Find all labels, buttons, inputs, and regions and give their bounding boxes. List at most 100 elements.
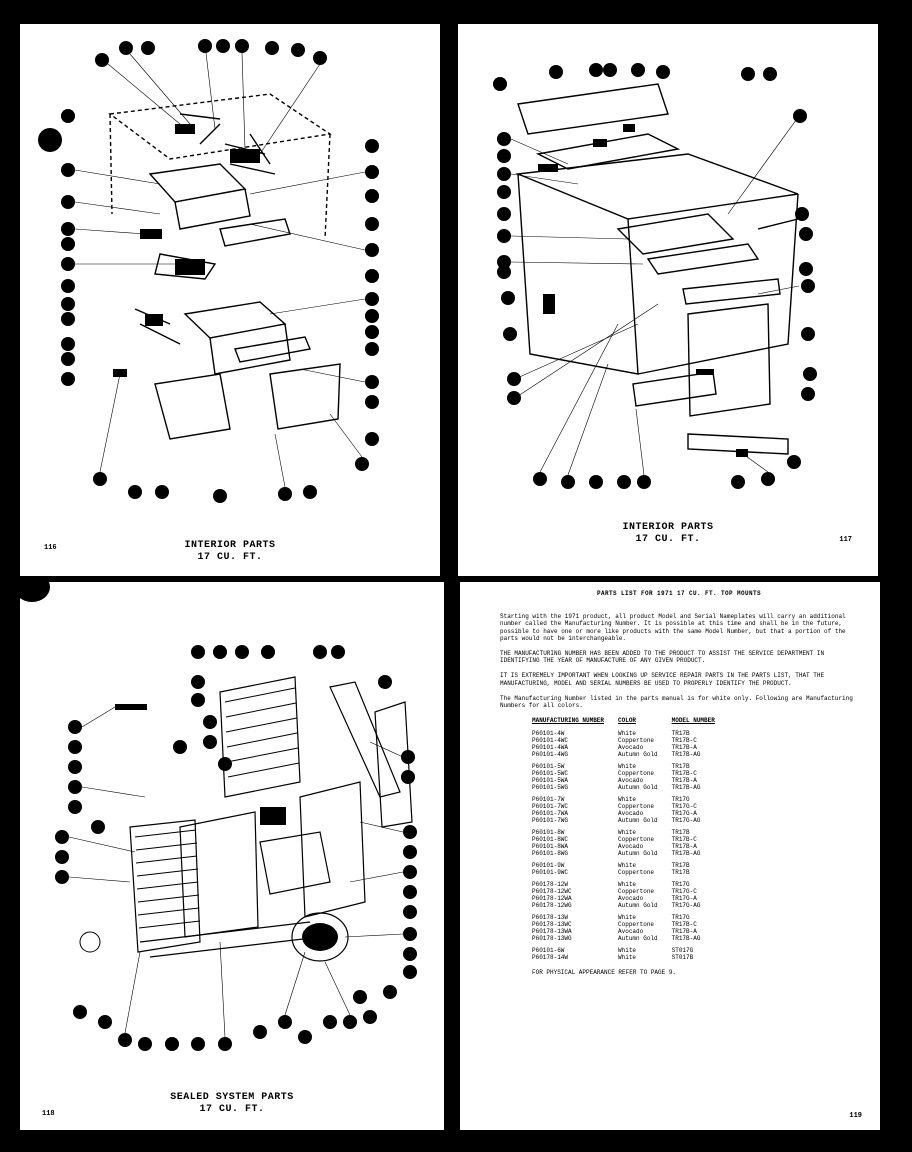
exploded-view-drawing bbox=[61, 39, 379, 503]
manufacturing-number-cell: P60101-5W bbox=[532, 763, 565, 771]
binder-hole bbox=[20, 582, 50, 602]
manufacturing-number-table: MANUFACTURING NUMBER COLOR MODEL NUMBER … bbox=[532, 717, 729, 961]
manufacturing-number-cell: P60101-4W bbox=[532, 730, 565, 738]
color-cell: Avocado bbox=[618, 744, 644, 752]
model-number-cell: TR17B-A bbox=[671, 777, 697, 785]
manufacturing-number-cell: P60101-5WA bbox=[532, 777, 569, 785]
color-cell: White bbox=[618, 947, 637, 955]
interior-parts-diagram-116 bbox=[20, 24, 440, 504]
model-number-cell: ST017B bbox=[671, 954, 694, 962]
manufacturing-number-cell: P60178-13WC bbox=[532, 921, 572, 929]
model-number-cell: TR17G-AG bbox=[671, 817, 701, 825]
caption-title: INTERIOR PARTS bbox=[184, 540, 276, 551]
color-cell: White bbox=[618, 914, 637, 922]
manufacturing-number-cell: P60178-13WG bbox=[532, 935, 572, 943]
column-header-model-number: MODEL NUMBER bbox=[671, 717, 715, 725]
page-caption: SEALED SYSTEM PARTS 17 CU. FT. bbox=[20, 1092, 444, 1116]
table-row: P60101-7WA Avocado TR17G-A bbox=[532, 810, 729, 817]
manufacturing-number-cell: P60101-8WC bbox=[532, 836, 569, 844]
color-cell: Avocado bbox=[618, 843, 644, 851]
manufacturing-number-cell: P60178-12W bbox=[532, 881, 569, 889]
manufacturing-number-cell: P60101-8WA bbox=[532, 843, 569, 851]
table-row: P60101-9WC Coppertone TR17B bbox=[532, 869, 729, 876]
page-number: 119 bbox=[849, 1112, 862, 1120]
exploded-view-drawing bbox=[493, 63, 817, 489]
manufacturing-number-cell: P60178-13WA bbox=[532, 928, 572, 936]
manufacturing-number-cell: P60101-9W bbox=[532, 862, 565, 870]
model-number-cell: TR17B-AG bbox=[671, 751, 701, 759]
model-number-cell: TR17B bbox=[671, 869, 690, 877]
binder-hole bbox=[38, 128, 62, 152]
parts-list-title: PARTS LIST FOR 1971 17 CU. FT. TOP MOUNT… bbox=[596, 590, 762, 597]
color-cell: Coppertone bbox=[618, 836, 655, 844]
color-cell: Coppertone bbox=[618, 869, 655, 877]
column-header-color: COLOR bbox=[618, 717, 637, 725]
table-row: P60101-9W White TR17B bbox=[532, 862, 729, 869]
table-row: P60178-12WA Avocado TR17G-A bbox=[532, 895, 729, 902]
color-cell: Avocado bbox=[618, 810, 644, 818]
page-number: 117 bbox=[839, 536, 852, 544]
exploded-view-drawing bbox=[55, 645, 417, 1051]
manufacturing-number-cell: P60178-12WC bbox=[532, 888, 572, 896]
manufacturing-number-cell: P60178-12WA bbox=[532, 895, 572, 903]
page-number: 116 bbox=[44, 544, 57, 552]
model-number-cell: TR17G bbox=[671, 914, 690, 922]
model-number-cell: TR17B bbox=[671, 862, 690, 870]
page-119: PARTS LIST FOR 1971 17 CU. FT. TOP MOUNT… bbox=[460, 582, 880, 1130]
model-number-cell: TR17B-AG bbox=[671, 935, 701, 943]
color-cell: Coppertone bbox=[618, 770, 655, 778]
caption-subtitle: 17 CU. FT. bbox=[635, 534, 701, 545]
important-note: IT IS EXTREMELY IMPORTANT WHEN LOOKING U… bbox=[500, 672, 825, 687]
parts-list: PARTS LIST FOR 1971 17 CU. FT. TOP MOUNT… bbox=[500, 590, 858, 977]
model-number-cell: TR17B-AG bbox=[671, 784, 701, 792]
model-number-cell: TR17G-A bbox=[671, 895, 697, 903]
page-caption: INTERIOR PARTS 17 CU. FT. bbox=[20, 540, 440, 564]
table-row: P60101-8WC Coppertone TR17B-C bbox=[532, 836, 729, 843]
manufacturing-number-cell: P60178-14W bbox=[532, 954, 569, 962]
color-cell: White bbox=[618, 954, 637, 962]
color-cell: Coppertone bbox=[618, 803, 655, 811]
table-row: P60178-13W White TR17G bbox=[532, 914, 729, 921]
page-caption: INTERIOR PARTS 17 CU. FT. bbox=[458, 522, 878, 546]
manufacturing-number-cell: P60178-13W bbox=[532, 914, 569, 922]
manufacturing-number-note: THE MANUFACTURING NUMBER HAS BEEN ADDED … bbox=[500, 650, 825, 665]
model-number-cell: ST017G bbox=[671, 947, 694, 955]
page-number: 118 bbox=[42, 1110, 55, 1118]
manufacturing-number-cell: P60101-5WC bbox=[532, 770, 569, 778]
manufacturing-number-cell: P60101-9WC bbox=[532, 869, 569, 877]
color-cell: Avocado bbox=[618, 777, 644, 785]
model-number-cell: TR17B-AG bbox=[671, 850, 701, 858]
manufacturing-number-cell: P60101-8W bbox=[532, 829, 565, 837]
footer-note: FOR PHYSICAL APPEARANCE REFER TO PAGE 9. bbox=[532, 969, 677, 977]
color-cell: White bbox=[618, 862, 637, 870]
manufacturing-number-cell: P60101-4WC bbox=[532, 737, 569, 745]
color-cell: Autumn Gold bbox=[618, 751, 658, 759]
model-number-cell: TR17G-A bbox=[671, 810, 697, 818]
color-cell: White bbox=[618, 730, 637, 738]
color-cell: Autumn Gold bbox=[618, 850, 658, 858]
caption-subtitle: 17 CU. FT. bbox=[197, 552, 263, 563]
model-number-cell: TR17B-A bbox=[671, 928, 697, 936]
manufacturing-number-cell: P60101-7WA bbox=[532, 810, 569, 818]
color-cell: White bbox=[618, 829, 637, 837]
table-row: P60178-14W White ST017B bbox=[532, 954, 729, 961]
model-number-cell: TR17G-C bbox=[671, 888, 697, 896]
model-number-cell: TR17G bbox=[671, 881, 690, 889]
color-cell: Coppertone bbox=[618, 737, 655, 745]
color-cell: Avocado bbox=[618, 895, 644, 903]
manufacturing-number-cell: P60101-5WG bbox=[532, 784, 569, 792]
model-number-cell: TR17B-C bbox=[671, 836, 697, 844]
page-117: 117 INTERIOR PARTS 17 CU. FT. bbox=[458, 24, 878, 576]
